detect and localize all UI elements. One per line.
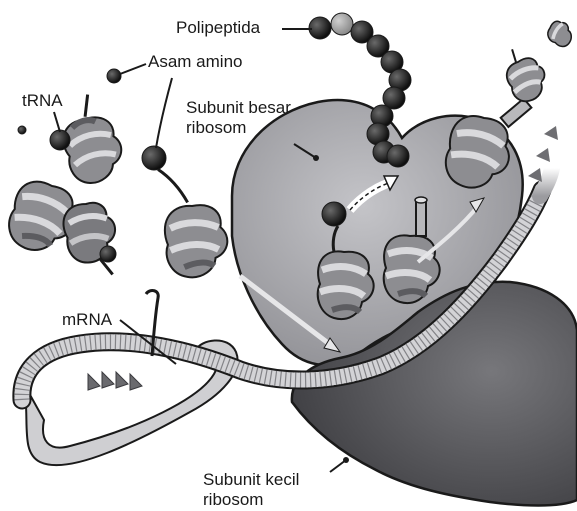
amino-acid-trna-top [107, 69, 121, 83]
label-subunit-kecil-line2: ribosom [203, 490, 263, 510]
label-subunit-besar-line1: Subunit besar [186, 98, 291, 118]
trna-free-left-lower [60, 199, 123, 281]
subunit-besar-pointer-dot [313, 155, 319, 161]
label-subunit-besar-line2: ribosom [186, 118, 246, 138]
trna-incoming-left [158, 163, 231, 280]
leader-asam-amino-top [120, 64, 146, 74]
label-subunit-kecil-line1: Subunit kecil [203, 470, 299, 490]
trna-departing-tiny [544, 18, 576, 50]
label-asam-amino: Asam amino [148, 52, 242, 72]
subunit-kecil-pointer-dot [343, 457, 349, 463]
label-polipeptida: Polipeptida [176, 18, 260, 38]
leader-trna [54, 112, 60, 132]
amino-acid-site-a [322, 202, 346, 226]
leader-asam-amino-bottom [156, 78, 172, 148]
amino-acid-trna-left [50, 130, 70, 150]
amino-acid-trna-lower [100, 246, 116, 262]
label-trna: tRNA [22, 91, 63, 111]
trna-departing-small [496, 41, 553, 106]
amino-acid-incoming [142, 146, 166, 170]
mrna-fade-tail [540, 168, 552, 196]
label-mrna: mRNA [62, 310, 112, 330]
codon-markers [88, 372, 142, 390]
amino-acid-trna-tiny [18, 126, 26, 134]
